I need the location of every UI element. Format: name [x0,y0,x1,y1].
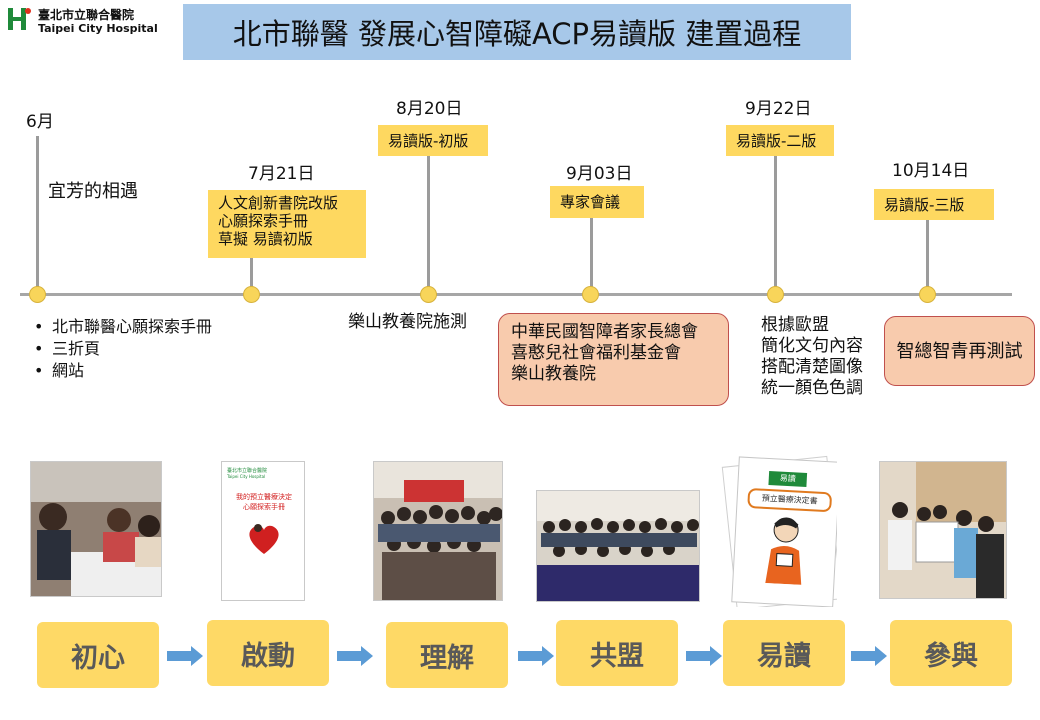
milestone-box-line: 草擬 易讀初版 [218,230,313,248]
milestone-box: 人文創新書院改版 心願探索手冊 草擬 易讀初版 [208,190,366,258]
stage-button-2: 啟動 [207,620,329,686]
milestone-note-line: 統一顏色色調 [761,378,863,398]
milestone-dot [582,286,599,303]
logo-name-en: Taipei City Hospital [38,22,158,35]
group-photo-image [374,462,502,600]
booklet-title-line: 心願探索手冊 [243,503,285,511]
arrow-right-icon [167,646,203,666]
hospital-logo-icon [8,8,31,30]
milestone-dot [919,286,936,303]
milestone-org-box: 智總智青再測試 [884,316,1035,386]
milestone-bullet-list: 北市聯醫心願探索手冊 三折頁 網站 [28,316,212,382]
milestone-box: 易讀版-二版 [726,125,834,156]
milestone-org-box: 中華民國智障者家長總會 喜憨兒社會福利基金會 樂山教養院 [498,313,729,406]
heart-icon [249,524,279,554]
easy-read-label: 易讀 [768,471,808,488]
timeline-axis [20,293,1012,296]
arrow-right-icon [686,646,722,666]
milestone-box: 易讀版-三版 [874,189,994,220]
milestone-stem [427,156,430,294]
milestone-dot [243,286,260,303]
milestone-stem [926,220,929,294]
meeting-photo-image [31,462,161,596]
stage-button-5: 易讀 [723,620,845,686]
milestone-box-line: 人文創新書院改版 [218,194,339,212]
expert-meeting-photo-image [537,491,699,601]
milestone-stem [36,136,39,296]
milestone-note-line: 搭配清楚圖像 [761,357,863,377]
milestone-note: 樂山教養院施測 [348,312,467,332]
milestone-dot [420,286,437,303]
booklet-hospital-en: Taipei City Hospital [227,474,266,479]
list-item: 網站 [28,360,212,382]
milestone-note-line: 簡化文句內容 [761,336,863,356]
retest-photo-image [880,462,1006,598]
milestone-label: 宜芳的相遇 [48,181,138,202]
milestone-note-line: 根據歐盟 [761,315,829,335]
booklet-photo: 臺北市立聯合醫院 Taipei City Hospital 我的預立醫療決定 心… [221,461,305,601]
booklet-title: 我的預立醫療決定 心願探索手冊 [222,492,304,512]
milestone-dot [767,286,784,303]
list-item: 北市聯醫心願探索手冊 [28,316,212,338]
expert-meeting-photo [536,490,700,602]
easy-read-title: 預立醫療決定書 [747,487,833,513]
milestone-stem [250,258,253,294]
person-icon [765,517,802,585]
milestone-date: 7月21日 [248,164,315,184]
milestone-date: 9月22日 [745,99,812,119]
easy-read-booklet-photo: 易讀 預立醫療決定書 [721,455,837,607]
stage-button-6: 參與 [890,620,1012,686]
arrow-right-icon [518,646,554,666]
hospital-logo: 臺北市立聯合醫院 Taipei City Hospital [6,4,158,40]
arrow-right-icon [851,646,887,666]
group-photo [373,461,503,601]
milestone-date: 9月03日 [566,164,633,184]
milestone-org-line: 樂山教養院 [511,364,596,384]
milestone-box: 專家會議 [550,186,644,218]
milestone-notes: 根據歐盟 簡化文句內容 搭配清楚圖像 統一顏色色調 [761,315,863,399]
title-bar: 北市聯醫 發展心智障礙ACP易讀版 建置過程 [183,4,851,60]
stage-button-1: 初心 [37,622,159,688]
stage-button-4: 共盟 [556,620,678,686]
milestone-org-line: 中華民國智障者家長總會 [511,322,698,342]
arrow-right-icon [337,646,373,666]
retest-photo [879,461,1007,599]
milestone-date: 8月20日 [396,99,463,119]
stage-button-3: 理解 [386,622,508,688]
logo-name-zh: 臺北市立聯合醫院 [38,8,135,22]
milestone-stem [590,218,593,294]
list-item: 三折頁 [28,338,212,360]
meeting-photo [30,461,162,597]
booklet-title-line: 我的預立醫療決定 [236,493,292,501]
milestone-dot [29,286,46,303]
page-title: 北市聯醫 發展心智障礙ACP易讀版 建置過程 [232,17,802,51]
milestone-date: 10月14日 [892,161,970,181]
booklet-hospital: 臺北市立聯合醫院 [227,468,268,474]
milestone-stem [774,156,777,294]
milestone-org-line: 喜憨兒社會福利基金會 [511,343,681,363]
milestone-box-line: 心願探索手冊 [218,212,309,230]
milestone-box: 易讀版-初版 [378,125,488,156]
milestone-date: 6月 [26,112,54,132]
